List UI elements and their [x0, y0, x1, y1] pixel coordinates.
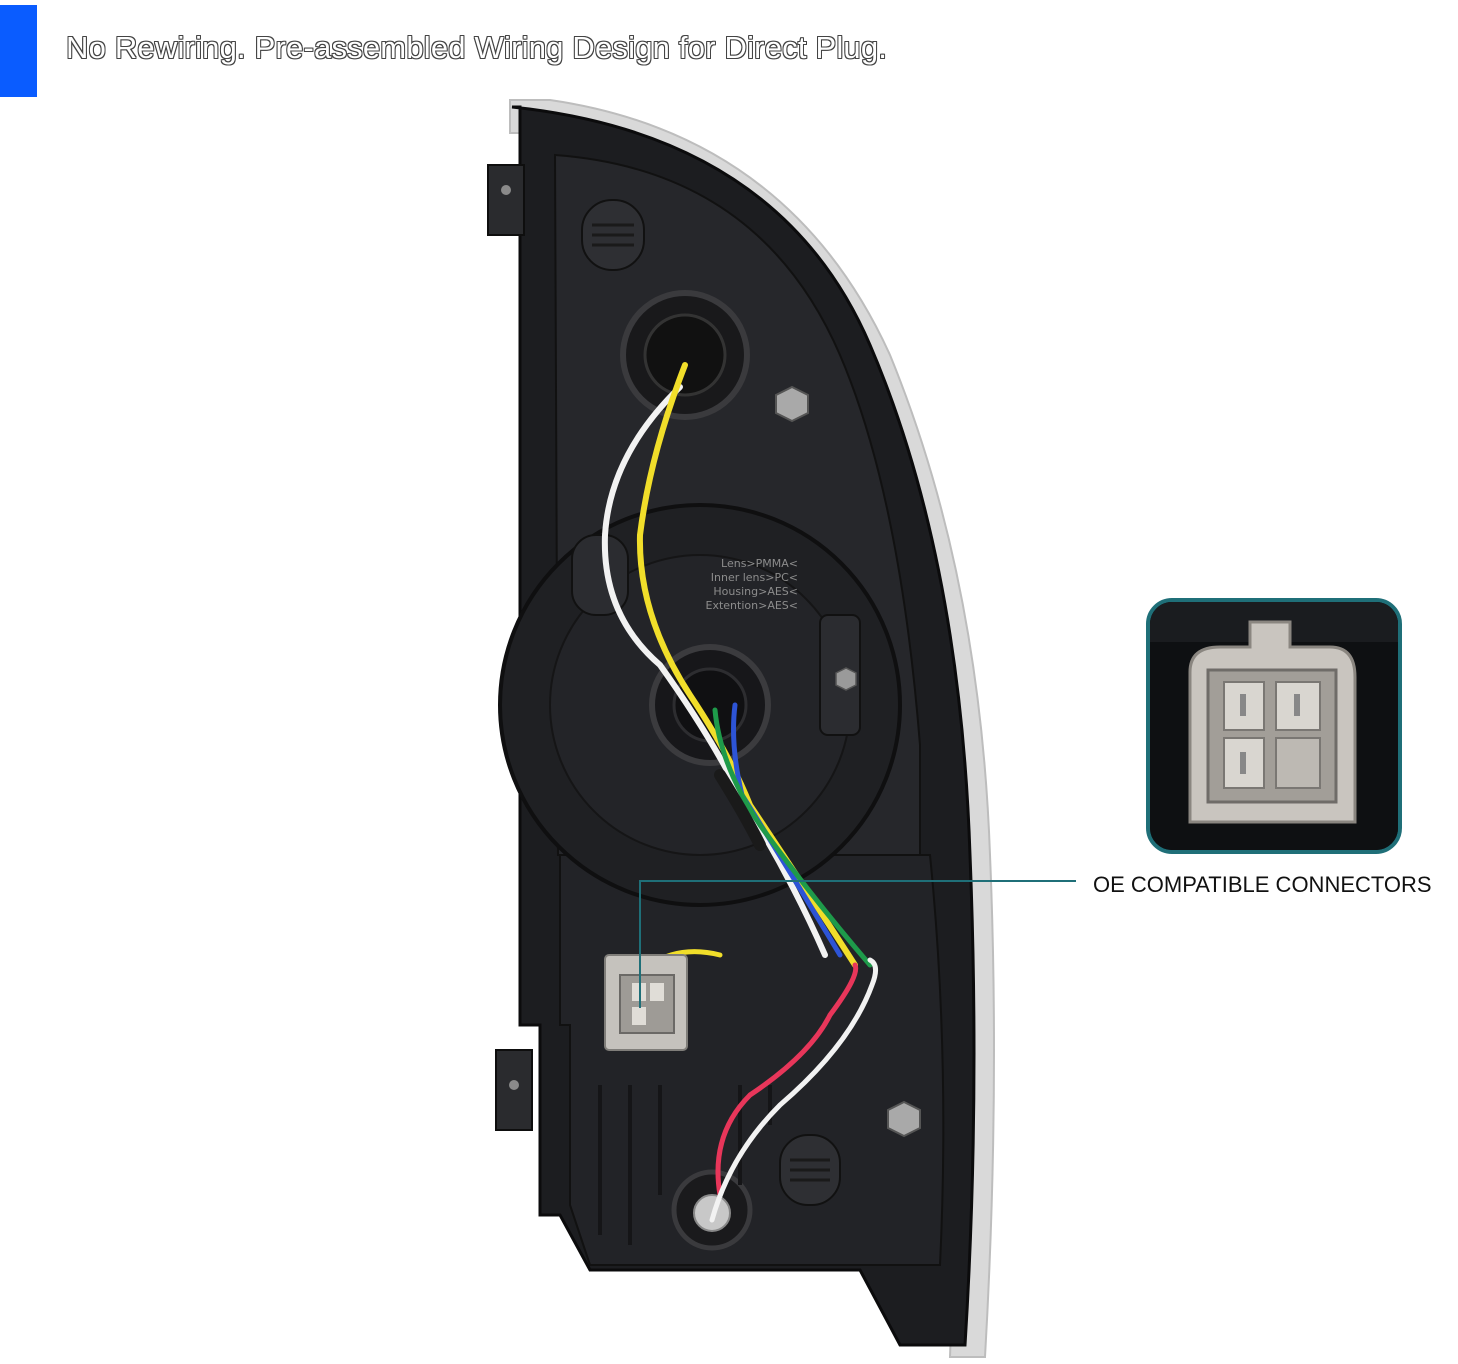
marking-housing: Housing>AES< — [713, 585, 798, 598]
accent-bar — [0, 5, 37, 97]
connector-closeup-image — [1150, 602, 1398, 850]
mounting-tab-bottom — [495, 1049, 533, 1131]
marking-lens: Lens>PMMA< — [721, 557, 798, 570]
mounting-tab-top — [487, 164, 525, 236]
tail-lamp-rear-view: Lens>PMMA< Inner lens>PC< Housing>AES< E… — [487, 99, 995, 1358]
grip-side-left — [571, 534, 629, 616]
marking-extention: Extention>AES< — [706, 599, 798, 612]
wire-green — [712, 707, 873, 968]
wire-red — [715, 962, 859, 1198]
wire-white-upper — [601, 384, 828, 958]
mounting-nut-lower — [887, 1100, 921, 1138]
mounting-nut-upper — [775, 385, 809, 423]
callout-line — [639, 880, 1076, 882]
headline: No Rewiring. Pre-assembled Wiring Design… — [66, 30, 888, 65]
housing-markings: Lens>PMMA< Inner lens>PC< Housing>AES< E… — [706, 557, 798, 612]
marking-inner-lens: Inner lens>PC< — [711, 571, 798, 584]
callout-label: OE COMPATIBLE CONNECTORS — [1093, 872, 1432, 897]
oe-connector — [604, 954, 688, 1051]
connector-closeup — [1146, 598, 1402, 854]
wire-white-lower — [709, 957, 878, 1223]
wire-black-sleeve — [714, 769, 766, 851]
callout-line-vertical — [639, 880, 641, 1008]
